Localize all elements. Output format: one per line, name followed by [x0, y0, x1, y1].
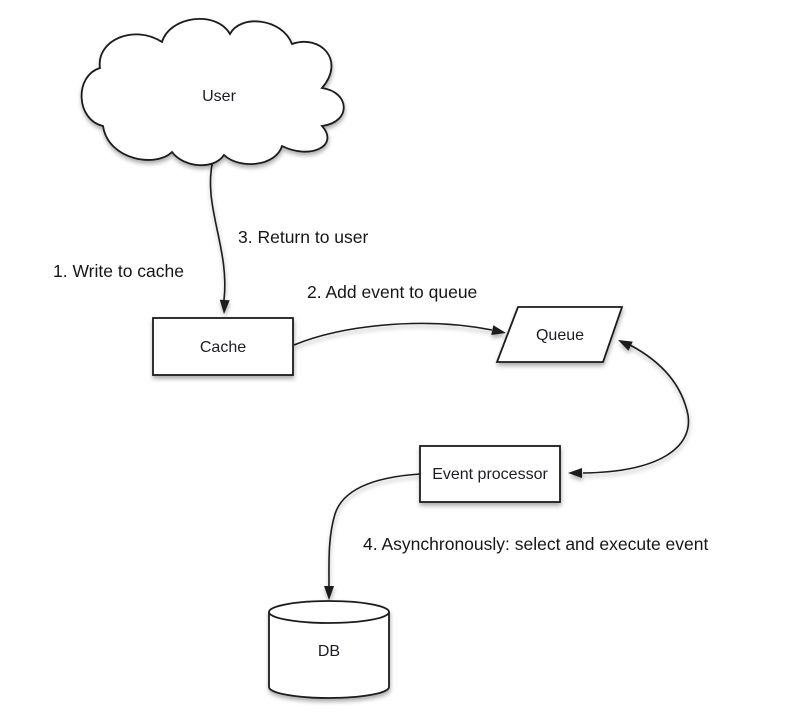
arrowhead-user-to-cache-icon: [219, 299, 230, 314]
db-label: DB: [318, 643, 340, 660]
user-label: User: [202, 88, 236, 105]
arrowhead-into-event-processor-icon: [568, 468, 582, 478]
event-processor-box: [419, 445, 561, 503]
edge-label-return-to-user: 3. Return to user: [238, 227, 369, 247]
arrow-queue-event-processor: [582, 344, 690, 474]
cache-label: Cache: [200, 339, 246, 356]
edge-label-write-to-cache: 1. Write to cache: [53, 261, 184, 281]
edge-label-add-event-to-queue: 2. Add event to queue: [307, 282, 477, 302]
arrow-user-to-cache: [209, 159, 226, 301]
arrow-cache-to-queue: [293, 322, 493, 346]
user-cloud-shape: [80, 18, 345, 167]
db-cylinder-top: [268, 600, 390, 624]
arrow-event-processor-to-db: [328, 473, 421, 587]
edge-label-async-execute: 4. Asynchronously: select and execute ev…: [363, 534, 708, 554]
db-cylinder-body: [268, 612, 390, 699]
arrowhead-event-processor-to-db-icon: [324, 586, 334, 600]
event-processor-label: Event processor: [432, 466, 548, 483]
queue-parallelogram: [495, 306, 624, 363]
arrowhead-cache-to-queue-icon: [491, 325, 506, 335]
arrowhead-into-queue-icon: [618, 340, 633, 351]
cache-box: [152, 317, 294, 376]
queue-label: Queue: [536, 327, 584, 344]
